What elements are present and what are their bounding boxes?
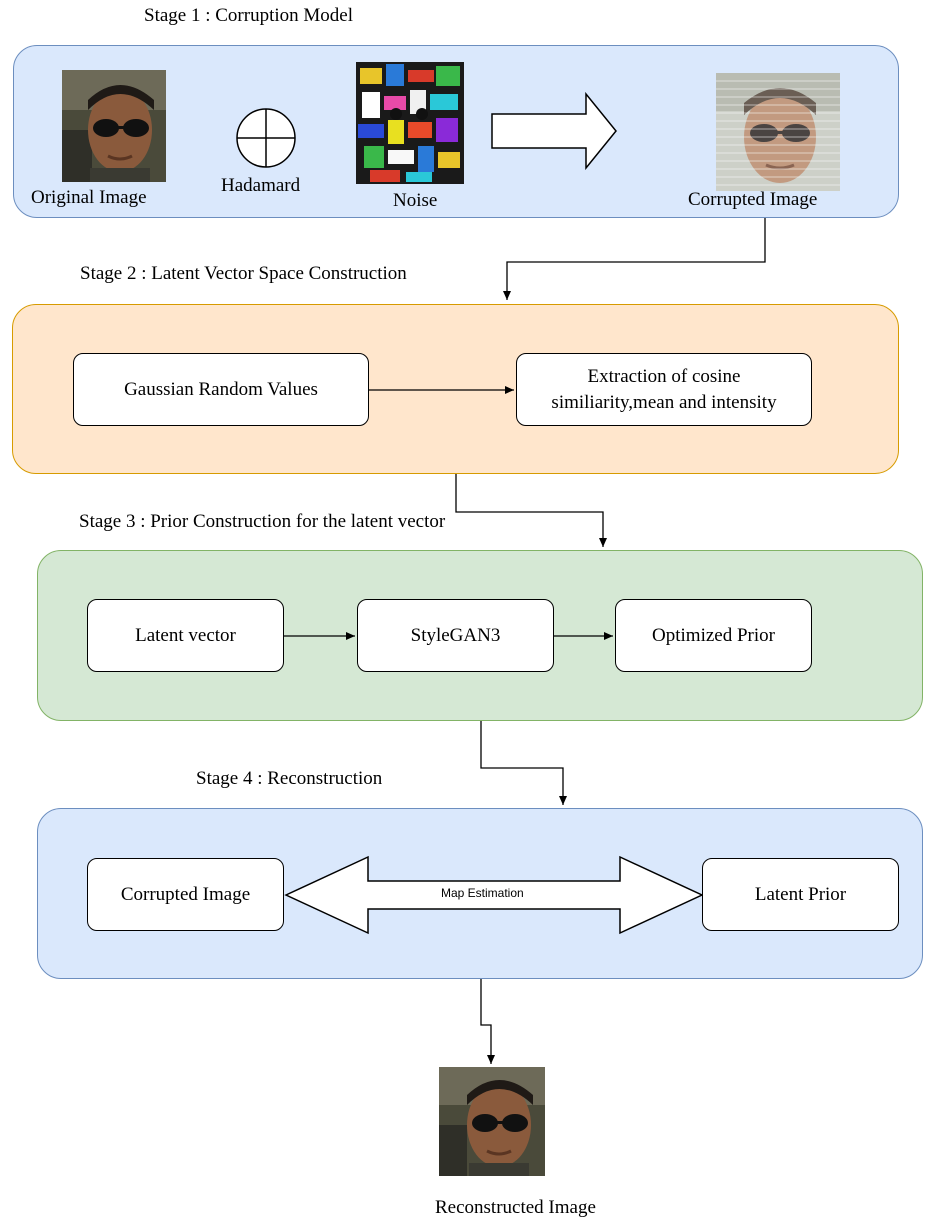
latent-vector-label: Latent vector (135, 624, 236, 646)
connector-stage4-to-output (480, 979, 495, 1064)
stylegan3-label: StyleGAN3 (410, 624, 501, 646)
stylegan3-box: StyleGAN3 (357, 599, 554, 672)
map-estimation-label: Map Estimation (441, 886, 524, 900)
hadamard-label: Hadamard (221, 175, 301, 196)
optimized-prior-box: Optimized Prior (615, 599, 812, 672)
connector-stage2-to-stage3 (455, 474, 607, 547)
feature-extraction-box: Extraction of cosine similiarity,mean an… (516, 353, 812, 426)
gaussian-random-values-label: Gaussian Random Values (124, 378, 318, 400)
original-image (62, 70, 166, 182)
corrupted-image (716, 73, 840, 191)
reconstructed-image (439, 1067, 545, 1176)
stage-2-title: Stage 2 : Latent Vector Space Constructi… (80, 263, 407, 284)
stage-3-title: Stage 3 : Prior Construction for the lat… (79, 511, 446, 532)
hadamard-operator-icon (236, 108, 296, 168)
connector-stage1-to-stage2 (503, 218, 766, 300)
latent-prior-label: Latent Prior (754, 883, 847, 905)
noise-image (356, 62, 464, 184)
reconstructed-image-label: Reconstructed Image (435, 1197, 596, 1218)
original-image-label: Original Image (31, 187, 147, 208)
optimized-prior-label: Optimized Prior (652, 624, 775, 646)
feature-extraction-label-line2: similiarity,mean and intensity (551, 391, 777, 413)
feature-extraction-label-line1: Extraction of cosine (587, 365, 741, 387)
connector-stage3-to-stage4 (480, 721, 567, 805)
corrupted-image-label: Corrupted Image (688, 189, 818, 210)
noise-label: Noise (393, 190, 438, 211)
stage-1-title: Stage 1 : Corruption Model (144, 5, 353, 26)
corruption-arrow (491, 92, 617, 170)
latent-vector-box: Latent vector (87, 599, 284, 672)
corrupted-image-box: Corrupted Image (87, 858, 284, 931)
corrupted-image-box-label: Corrupted Image (120, 883, 251, 905)
gaussian-random-values-box: Gaussian Random Values (73, 353, 369, 426)
latent-prior-box: Latent Prior (702, 858, 899, 931)
stage-4-title: Stage 4 : Reconstruction (196, 768, 383, 789)
